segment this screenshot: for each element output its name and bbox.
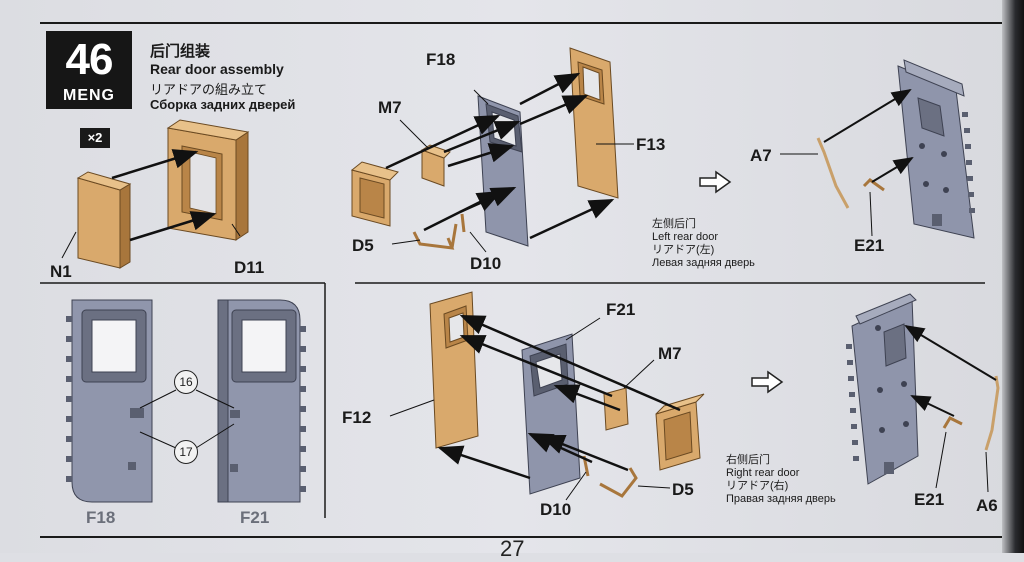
right-door-en: Right rear door	[726, 467, 800, 479]
detail-door-f21	[217, 299, 306, 503]
callout-16: 16	[174, 370, 198, 394]
label-d10-top: D10	[470, 254, 502, 273]
left-door-zh: 左侧后门	[652, 218, 696, 230]
label-d5-top: D5	[352, 236, 374, 255]
label-f12: F12	[342, 408, 372, 427]
caption-right-door: 右侧后门 Right rear door リアドア(右) Правая задн…	[726, 454, 836, 506]
label-f21: F21	[606, 300, 636, 319]
label-d10-bottom: D10	[540, 500, 572, 519]
label-f18: F18	[426, 50, 456, 69]
title-en: Rear door assembly	[150, 61, 284, 77]
label-d5-bottom: D5	[672, 480, 694, 499]
page-edge-shadow	[1002, 0, 1024, 553]
left-door-ru: Левая задняя дверь	[652, 257, 755, 269]
detail-door-f18	[66, 299, 153, 503]
page-number: 27	[500, 536, 525, 561]
right-door-ru: Правая задняя дверь	[726, 493, 836, 505]
caption-left-door: 左侧后门 Left rear door リアドア(左) Левая задняя…	[652, 218, 755, 270]
label-d11: D11	[234, 258, 265, 277]
part-n1	[76, 171, 132, 269]
right-door-ja: リアドア(右)	[726, 480, 789, 492]
label-e21-bottom: E21	[914, 490, 945, 509]
title-zh: 后门组装	[150, 43, 211, 60]
detail-label-f18: F18	[86, 508, 116, 527]
left-door-en: Left rear door	[652, 231, 719, 243]
quantity-badge: ×2	[80, 128, 110, 148]
label-e21-top: E21	[854, 236, 885, 255]
step-badge: 46 MENG	[46, 31, 132, 109]
label-f13: F13	[636, 135, 666, 154]
label-m7-bottom: M7	[658, 344, 682, 363]
step-number: 46	[65, 35, 114, 84]
left-door-ja: リアドア(左)	[652, 244, 715, 256]
label-m7-top: M7	[378, 98, 402, 117]
title-ru: Сборка задних дверей	[150, 97, 296, 112]
callout-17: 17	[174, 440, 198, 464]
title-ja: リアドアの組み立て	[150, 82, 268, 97]
part-d11	[166, 119, 250, 241]
label-a7: A7	[750, 146, 772, 165]
detail-label-f21: F21	[240, 508, 270, 527]
brand-logo: MENG	[63, 87, 115, 104]
step-frame	[40, 22, 1002, 538]
right-door-zh: 右侧后门	[726, 454, 770, 466]
label-a6: A6	[976, 496, 998, 515]
label-n1: N1	[50, 262, 72, 281]
